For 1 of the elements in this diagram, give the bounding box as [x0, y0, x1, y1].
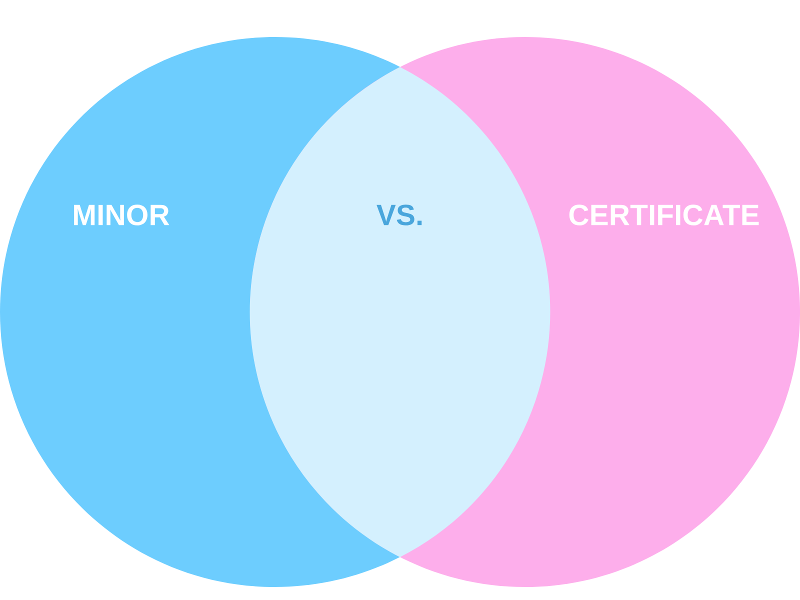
overlap-region: VS.: [250, 67, 550, 558]
